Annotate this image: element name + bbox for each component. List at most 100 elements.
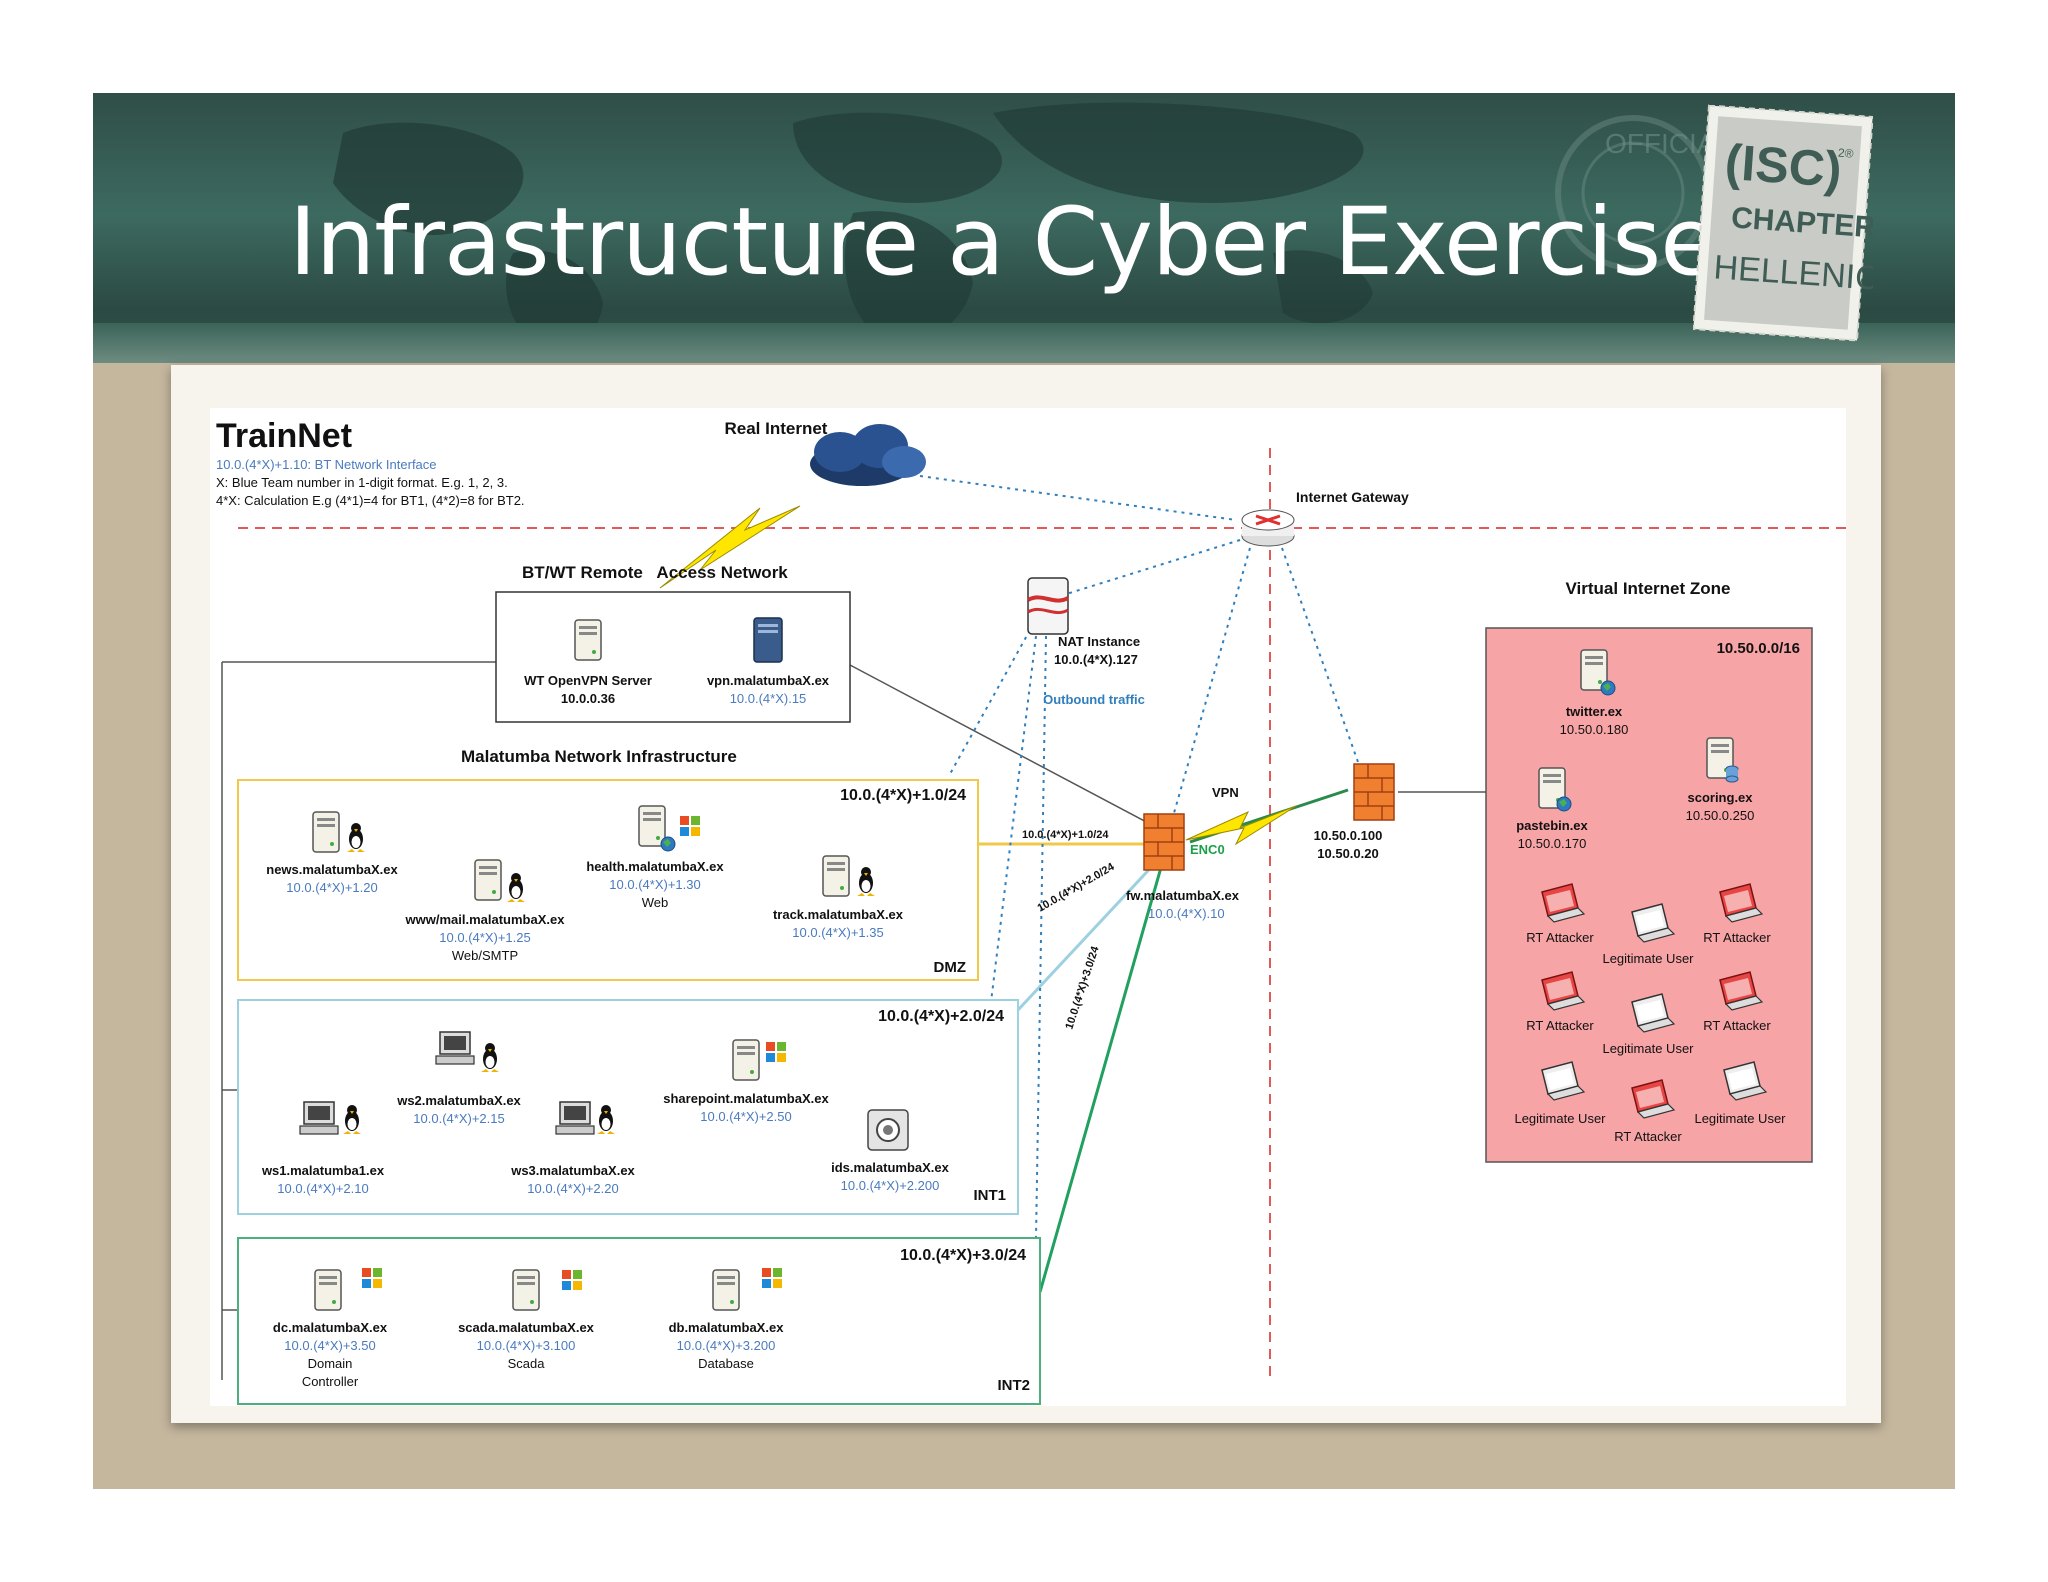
wt-openvpn-ip: 10.0.0.36	[561, 691, 615, 706]
vpn-host-name: vpn.malatumbaX.ex	[707, 673, 830, 688]
connections	[221, 475, 1488, 1380]
wt-openvpn-name: WT OpenVPN Server	[524, 673, 652, 688]
globe-icon	[660, 836, 676, 852]
dmz-label: DMZ	[934, 959, 967, 976]
int1-zone	[237, 999, 1019, 1215]
globe-icon	[1600, 680, 1616, 696]
legend-line-3: 4*X: Calculation E.g (4*1)=4 for BT1, (4…	[216, 493, 525, 508]
legit-user-label: Legitimate User	[1602, 951, 1694, 966]
news-ip: 10.0.(4*X)+1.20	[286, 880, 377, 895]
cloud-icon	[810, 424, 926, 486]
ws3-workstation-icon	[555, 1101, 595, 1135]
health-server-icon	[638, 805, 666, 847]
virtual-internet-zone	[1485, 627, 1813, 1163]
rt-attacker-label: RT Attacker	[1526, 1018, 1594, 1033]
openvpn-server-icon	[574, 619, 602, 661]
virtual-zone-title: Virtual Internet Zone	[1566, 579, 1731, 598]
remote-access-title: BT/WT Remote Access Network	[522, 563, 788, 582]
page-title: Infrastructure a Cyber Exercise	[289, 188, 1718, 297]
vpn-lightning-icon	[1185, 805, 1297, 846]
remote-access-box	[495, 591, 851, 723]
dc-role-2: Controller	[302, 1374, 359, 1389]
ids-name: ids.malatumbaX.ex	[831, 1160, 950, 1175]
malatumba-title: Malatumba Network Infrastructure	[461, 747, 737, 766]
ws2-ip: 10.0.(4*X)+2.15	[413, 1111, 504, 1126]
enc0-label: ENC0	[1190, 842, 1225, 857]
nat-to-int1	[989, 635, 1037, 1011]
firewall-icon	[1143, 813, 1185, 871]
news-name: news.malatumbaX.ex	[266, 862, 398, 877]
outbound-label: Outbound traffic	[1043, 692, 1145, 707]
int2-label: INT2	[997, 1377, 1030, 1394]
logo-isc: (ISC)	[1723, 134, 1843, 198]
router-icon	[1241, 509, 1295, 547]
scada-ip: 10.0.(4*X)+3.100	[477, 1338, 576, 1353]
nat-name: NAT Instance	[1058, 634, 1140, 649]
health-name: health.malatumbaX.ex	[586, 859, 724, 874]
banner-strip	[93, 323, 1955, 363]
twitter-name: twitter.ex	[1566, 704, 1623, 719]
virtual-zone-subnet: 10.50.0.0/16	[1717, 640, 1800, 657]
legit-user-label: Legitimate User	[1602, 1041, 1694, 1056]
news-server-icon	[312, 811, 340, 853]
www-mail-name: www/mail.malatumbaX.ex	[405, 912, 566, 927]
ws1-workstation-icon	[299, 1101, 339, 1135]
track-server-icon	[822, 855, 850, 897]
ids-ip: 10.0.(4*X)+2.200	[841, 1178, 940, 1193]
fw-ip: 10.0.(4*X).10	[1148, 906, 1225, 921]
vi-fw-ip-2: 10.50.0.20	[1317, 846, 1378, 861]
www-mail-ip: 10.0.(4*X)+1.25	[439, 930, 530, 945]
vpn-label: VPN	[1212, 785, 1239, 800]
sharepoint-name: sharepoint.malatumbaX.ex	[663, 1091, 829, 1106]
sharepoint-server-icon	[732, 1039, 760, 1081]
int2-link	[1038, 863, 1164, 1293]
twitter-ip: 10.50.0.180	[1560, 722, 1629, 737]
int2-subnet: 10.0.(4*X)+3.0/24	[900, 1247, 1026, 1264]
int1-label: INT1	[973, 1187, 1006, 1204]
legit-user-label: Legitimate User	[1694, 1111, 1786, 1126]
track-ip: 10.0.(4*X)+1.35	[792, 925, 883, 940]
track-name: track.malatumbaX.ex	[773, 907, 904, 922]
int2-zone	[237, 1237, 1041, 1405]
isc2-chapter-logo: (ISC) 2® CHAPTER HELLENIC	[1693, 104, 1873, 342]
nat-to-dmz	[949, 629, 1031, 775]
globe-icon	[1556, 796, 1572, 812]
int1-subnet: 10.0.(4*X)+2.0/24	[878, 1008, 1004, 1025]
lightning-icon	[659, 505, 801, 589]
int1-link	[1016, 858, 1160, 1012]
pastebin-ip: 10.50.0.170	[1518, 836, 1587, 851]
fw-name: fw.malatumbaX.ex	[1126, 888, 1240, 903]
ws1-name: ws1.malatumba1.ex	[261, 1163, 385, 1178]
health-role: Web	[642, 895, 669, 910]
scoring-ip: 10.50.0.250	[1686, 808, 1755, 823]
rt-attacker-label: RT Attacker	[1614, 1129, 1682, 1144]
rt-attacker-label: RT Attacker	[1703, 1018, 1771, 1033]
rt-attacker-label: RT Attacker	[1703, 930, 1771, 945]
db-server-icon	[712, 1269, 740, 1311]
db-role: Database	[698, 1356, 754, 1371]
dmz-subnet: 10.0.(4*X)+1.0/24	[840, 787, 966, 804]
pastebin-name: pastebin.ex	[1516, 818, 1588, 833]
www-mail-server-icon	[474, 859, 502, 901]
health-ip: 10.0.(4*X)+1.30	[609, 877, 700, 892]
link-label-dmz: 10.0.(4*X)+1.0/24	[1022, 829, 1109, 841]
vpn-to-fw-line	[849, 664, 1153, 826]
sharepoint-ip: 10.0.(4*X)+2.50	[700, 1109, 791, 1124]
scada-name: scada.malatumbaX.ex	[458, 1320, 595, 1335]
ws3-ip: 10.0.(4*X)+2.20	[527, 1181, 618, 1196]
dc-ip: 10.0.(4*X)+3.50	[284, 1338, 375, 1353]
world-map-background: OFFICIAL	[333, 102, 1731, 349]
scada-role: Scada	[508, 1356, 546, 1371]
cloud-to-gateway	[919, 475, 1237, 521]
dc-name: dc.malatumbaX.ex	[273, 1320, 388, 1335]
db-ip: 10.0.(4*X)+3.200	[677, 1338, 776, 1353]
vi-fw-ip-1: 10.50.0.100	[1314, 828, 1383, 843]
ws2-name: ws2.malatumbaX.ex	[396, 1093, 521, 1108]
dmz-zone	[237, 779, 979, 981]
internet-gateway-label: Internet Gateway	[1296, 489, 1409, 505]
dc-server-icon	[314, 1269, 342, 1311]
rt-attacker-label: RT Attacker	[1526, 930, 1594, 945]
scoring-name: scoring.ex	[1687, 790, 1753, 805]
www-mail-role: Web/SMTP	[452, 948, 518, 963]
